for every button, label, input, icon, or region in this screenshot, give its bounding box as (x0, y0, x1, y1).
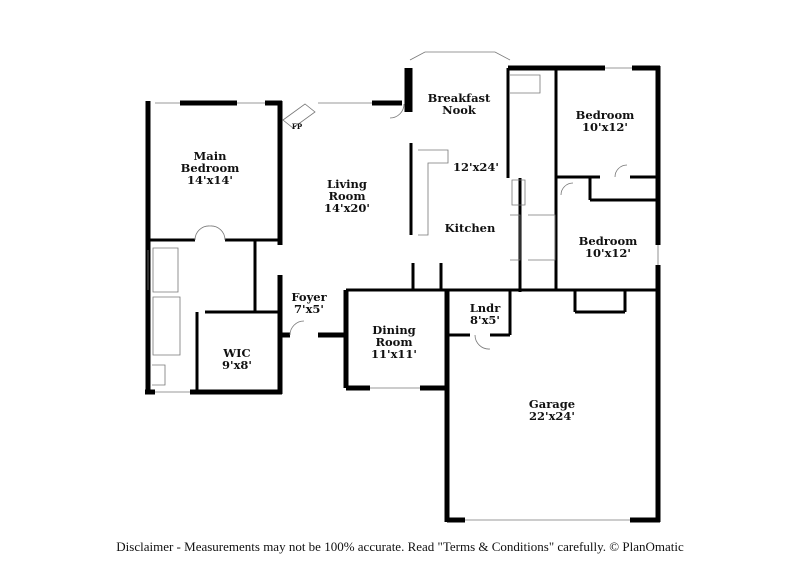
wall (318, 332, 348, 338)
dining-room-label: Dining (372, 323, 415, 337)
wall (420, 385, 447, 391)
wall (590, 198, 658, 202)
doors (194, 103, 628, 350)
wall (520, 288, 658, 292)
laundry-label: Lndr (470, 301, 501, 315)
wall (148, 238, 195, 242)
walls (145, 65, 661, 523)
wall (411, 263, 415, 290)
wall (205, 310, 278, 314)
garage-label: Garage (529, 397, 575, 411)
living-room-size: 14'x20' (324, 201, 370, 215)
wall (556, 175, 600, 179)
main-bedroom-label-2: Bedroom (181, 161, 240, 175)
wall (439, 263, 443, 290)
living-room-label: Living (327, 177, 367, 191)
wall (343, 290, 349, 388)
wall (506, 68, 510, 178)
wic-label: WIC (222, 346, 250, 360)
breakfast-nook-label: Breakfast (428, 91, 491, 105)
wall (588, 177, 592, 200)
wall (623, 290, 627, 312)
dining-room-size: 11'x11' (371, 347, 417, 361)
foyer-label: Foyer (291, 290, 327, 304)
wall (630, 175, 658, 179)
breakfast-nook-label-2: Nook (442, 103, 477, 117)
bath-fixtures (152, 247, 181, 386)
wall (253, 240, 257, 312)
wall (346, 385, 370, 391)
wall (265, 100, 282, 106)
wall (145, 101, 151, 394)
kitchen-label: Kitchen (445, 221, 496, 235)
wall (195, 312, 199, 392)
wall (632, 65, 660, 71)
wall (278, 332, 290, 338)
wall (490, 333, 510, 337)
wall (409, 143, 413, 235)
main-bedroom-size: 14'x14' (187, 173, 233, 187)
wall (190, 389, 282, 395)
disclaimer: Disclaimer - Measurements may not be 100… (116, 539, 684, 554)
wall (404, 68, 410, 112)
wall (145, 389, 155, 395)
dining-room-label-2: Room (375, 335, 412, 349)
laundry-size: 8'x5' (470, 313, 500, 327)
wall (573, 290, 577, 312)
wall (444, 290, 450, 522)
bay-window (409, 51, 511, 61)
main-bedroom-label: Main (194, 149, 228, 163)
fireplace-label: FP (292, 122, 303, 131)
window (147, 67, 659, 521)
kitchen-cabinets (510, 74, 556, 261)
wall (630, 517, 660, 523)
wall (372, 100, 402, 106)
bedroom-2-size: 10'x12' (585, 246, 631, 260)
fixtures (147, 51, 659, 521)
living-room-label-2: Room (328, 189, 365, 203)
bedroom-1-size: 10'x12' (582, 120, 628, 134)
kitchen-size: 12'x24' (453, 160, 499, 174)
wall (655, 265, 661, 522)
fireplace (282, 103, 316, 129)
wall (575, 310, 625, 314)
wall (554, 68, 558, 290)
wall (655, 66, 661, 245)
foyer-size: 7'x5' (294, 302, 324, 316)
wall (409, 68, 413, 112)
wall (508, 290, 512, 335)
wall (225, 238, 278, 242)
wall (447, 333, 470, 337)
kitchen-island (418, 149, 449, 236)
wall (346, 288, 520, 292)
bedroom-1-label: Bedroom (576, 108, 635, 122)
bedroom-2-label: Bedroom (579, 234, 638, 248)
wall (447, 517, 465, 523)
wic-size: 9'x8' (222, 358, 252, 372)
wall (277, 101, 283, 245)
wall (180, 100, 237, 106)
garage-size: 22'x24' (529, 409, 575, 423)
